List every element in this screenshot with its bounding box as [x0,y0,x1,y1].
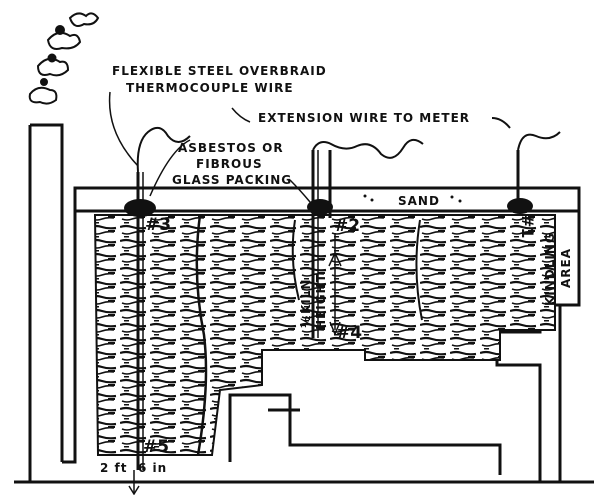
kiln-height-fraction: ½ [299,315,313,328]
thermocouple-3-label: #3 [145,215,171,235]
thermocouple-4-label: #4 [336,323,362,343]
sand-label: SAND [398,194,440,208]
kiln-height-word2: HEIGHT [314,273,328,330]
smoke [28,12,100,105]
kiln-height-word: KILN [299,279,313,314]
depth-in-label: 6 in [138,461,167,475]
kiln-outline [14,190,594,484]
thermocouple-2-label: #2 [334,216,360,236]
kindling-word: KINDLING [543,232,557,306]
kiln-height-label: ½ KILN HEIGHT [299,273,328,330]
overbraid-label-line1: FLEXIBLE STEEL OVERBRAID [112,64,327,78]
thermocouple-5-label: #5 [143,437,169,457]
leader-lines [108,91,342,495]
area-word: AREA [559,248,573,288]
packing-label-line1: ASBESTOS OR [178,141,284,155]
extension-wires [136,117,561,173]
packing-blobs [124,198,533,217]
extension-wire-label: EXTENSION WIRE TO METER [258,111,470,125]
kindling-label: KINDLING AREA [543,232,573,306]
overbraid-label-line2: THERMOCOUPLE WIRE [126,81,294,95]
packing-label-line3: GLASS PACKING [172,173,292,187]
wood-stack [93,214,556,456]
depth-ft-label: 2 ft [100,461,127,475]
packing-label-line2: FIBROUS [196,157,263,171]
chimney-wall [28,123,64,482]
thermocouple-1-label: #1 [518,214,537,239]
